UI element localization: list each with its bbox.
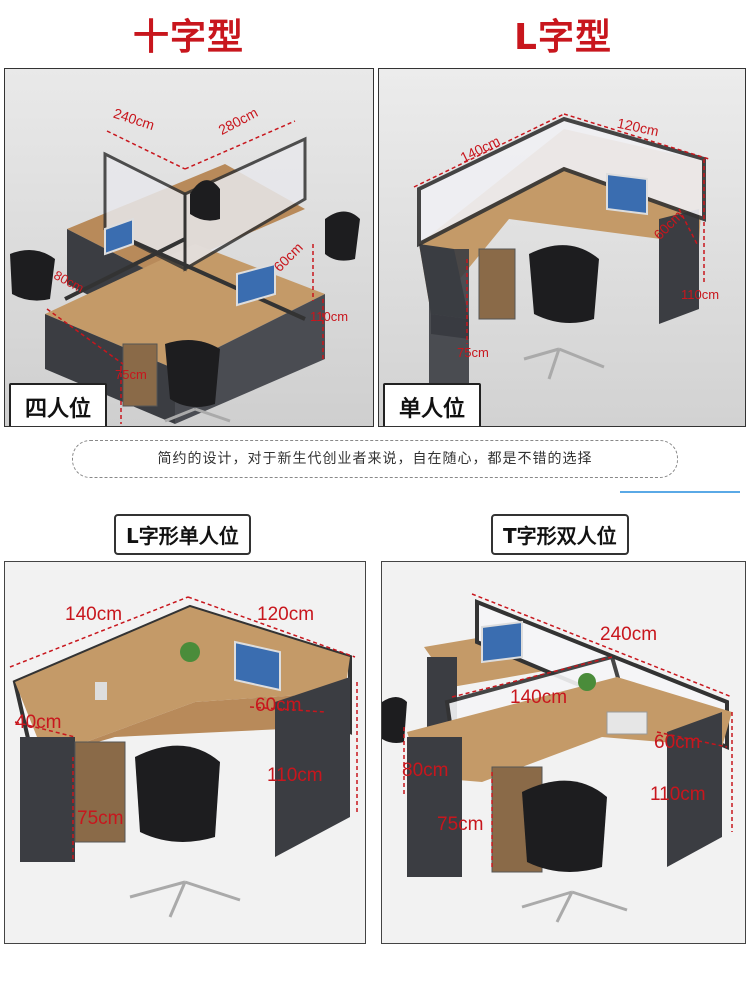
dim-60cm: 60cm [654,732,701,753]
panel-l-shape-single: 140cm 120cm 40cm 60cm 110cm 75cm [4,561,366,944]
decorative-blue-line [620,491,740,493]
title-cross: 十字型 [133,17,245,58]
dim-60cm: 60cm [255,695,302,716]
dim-80cm: 80cm [402,760,449,781]
label-l-single: L字形单人位 [114,514,251,555]
dim-75cm: 75cm [437,814,484,835]
dim-75cm: 75cm [77,808,124,829]
dim-140cm: 140cm [65,604,123,625]
dim-120cm: 120cm [257,604,315,625]
dim-240cm: 240cm [600,624,658,645]
l-desk-illustration [379,69,745,426]
panel-cross-four-person: 240cm 280cm 80cm 60cm 110cm 75cm 四人位 [4,68,374,427]
panel-t-shape-double: 240cm 140cm 60cm 80cm 110cm 75cm [381,561,746,944]
dim-110cm: 110cm [310,309,349,324]
t-double-desk-illustration [382,562,745,943]
dim-75cm: 75cm [457,345,489,360]
dim-140cm: 140cm [510,687,568,708]
dim-110cm: 110cm [650,784,706,805]
badge-four-person: 四人位 [9,383,108,426]
label-t-double: T字形双人位 [491,514,629,555]
panel-l-single-person: 140cm 120cm 60cm 110cm 75cm 单人位 [378,68,746,427]
cross-desk-illustration [5,69,373,426]
badge-single-person: 单人位 [383,383,482,426]
dim-110cm: 110cm [267,765,323,786]
title-l-shape: L字型 [514,17,612,58]
dim-75cm: 75cm [115,367,147,382]
dim-110cm: 110cm [681,287,720,302]
dim-40cm: 40cm [15,712,62,733]
l-single-desk-illustration [5,562,365,943]
tagline: 简约的设计，对于新生代创业者来说，自在随心，都是不错的选择 [72,440,678,478]
